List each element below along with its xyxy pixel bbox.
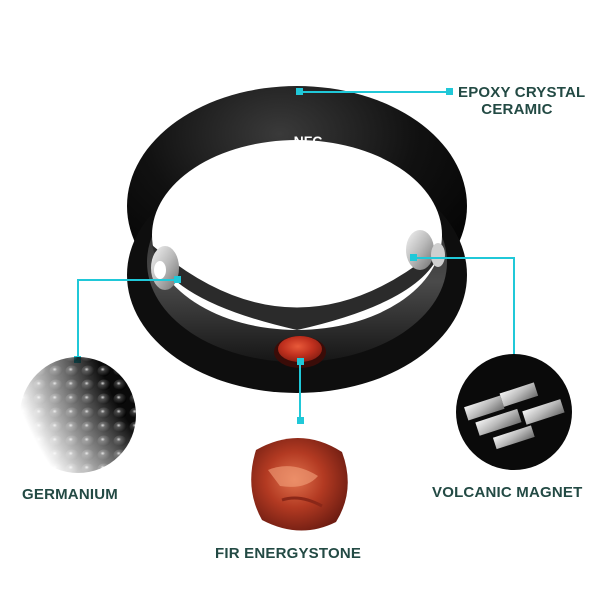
germanium-label: GERMANIUM: [22, 486, 118, 503]
ring-red-stone: [274, 336, 326, 368]
callout-lines: [77, 91, 515, 420]
epoxy-crystal-ceramic-label: EPOXY CRYSTAL CERAMIC: [458, 84, 586, 118]
epoxy-label-line2: CERAMIC: [481, 101, 553, 118]
volcanic-magnet-label: VOLCANIC MAGNET: [432, 484, 583, 501]
fir-energystone-image: [251, 437, 348, 531]
callout-germanium: [77, 279, 178, 360]
volcanic-magnet-image: [456, 354, 572, 470]
epoxy-label-line1: EPOXY CRYSTAL: [458, 84, 586, 101]
germanium-image: [20, 357, 136, 473]
ring: NFC: [127, 86, 467, 393]
left-magnet-node: [151, 246, 179, 290]
nfc-engraving: NFC: [294, 133, 323, 149]
callout-volcanic: [414, 257, 515, 360]
ring-inner-lip: [152, 245, 442, 330]
ring-opening: [152, 140, 442, 330]
fir-energystone-label: FIR ENERGYSTONE: [215, 545, 362, 562]
